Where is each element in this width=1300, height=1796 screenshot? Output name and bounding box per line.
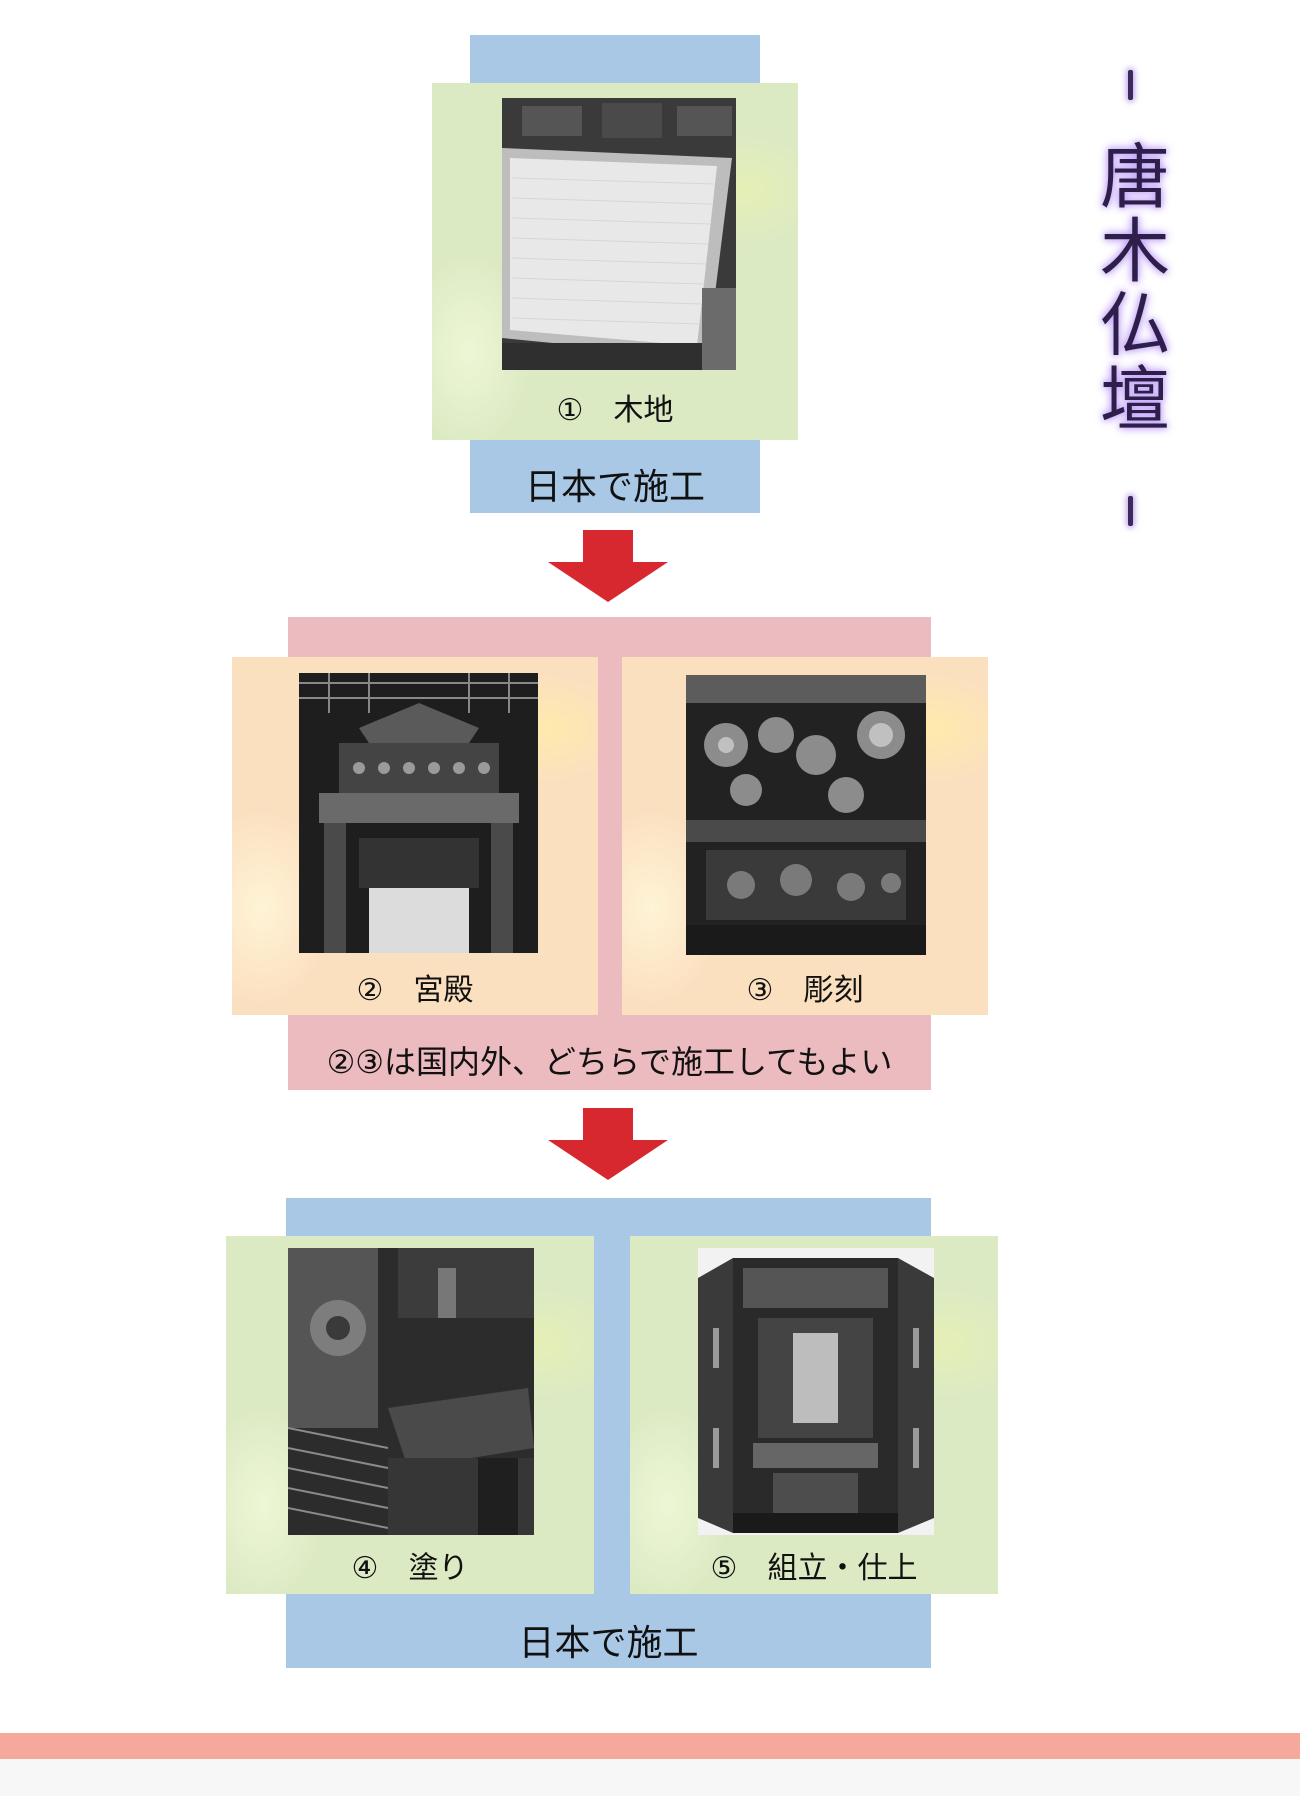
step3-photo bbox=[686, 675, 926, 955]
page-title-block: 唐木仏壇 bbox=[1089, 70, 1171, 526]
step4-card: ④ 塗り bbox=[226, 1236, 594, 1594]
stage2-note: ②③は国内外、どちらで施工してもよい bbox=[326, 1043, 893, 1081]
step4-photo bbox=[288, 1248, 534, 1535]
step4-label: ④ 塗り bbox=[351, 1551, 469, 1586]
step1-photo bbox=[502, 98, 736, 370]
stage3-note: 日本で施工 bbox=[518, 1623, 699, 1664]
step5-photo bbox=[698, 1248, 934, 1535]
step2-photo bbox=[299, 673, 538, 953]
footer-background bbox=[0, 1759, 1300, 1796]
page-title: 唐木仏壇 bbox=[1088, 140, 1171, 436]
step3-card: ③ 彫刻 bbox=[622, 657, 988, 1015]
step1-label: ① 木地 bbox=[556, 393, 674, 428]
title-dash-top bbox=[1127, 70, 1133, 100]
step5-label: ⑤ 組立・仕上 bbox=[710, 1551, 918, 1586]
step1-card: ① 木地 bbox=[432, 83, 798, 440]
down-arrow-icon bbox=[548, 1108, 668, 1180]
step5-card: ⑤ 組立・仕上 bbox=[630, 1236, 998, 1594]
footer-bar bbox=[0, 1733, 1300, 1759]
down-arrow-icon bbox=[548, 530, 668, 602]
stage1-note: 日本で施工 bbox=[524, 467, 705, 508]
step2-card: ② 宮殿 bbox=[232, 657, 598, 1015]
step2-label: ② 宮殿 bbox=[356, 973, 474, 1008]
step3-label: ③ 彫刻 bbox=[746, 973, 864, 1008]
title-dash-bottom bbox=[1127, 496, 1133, 526]
